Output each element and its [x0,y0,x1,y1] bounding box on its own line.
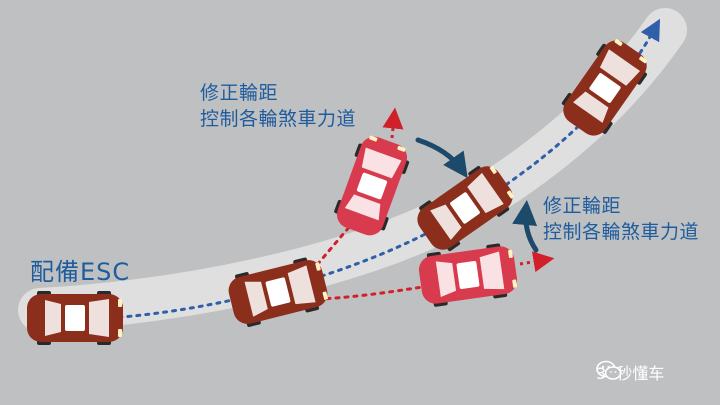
correction-arrow-lower [512,200,539,253]
understeer-arrow [519,251,555,273]
oversteer-arrow [382,107,404,139]
annotation-upper-line1: 修正輪距 [200,82,279,104]
esc-car-start [27,291,123,345]
wechat-icon [596,360,622,380]
annotation-upper-line2: 控制各輪煞車力道 [200,108,357,130]
annotation-upper: 修正輪距 控制各輪煞車力道 [200,80,356,132]
correction-arrow-upper [415,137,468,179]
annotation-lower: 修正輪距 控制各輪煞車力道 [543,193,699,245]
system-label: 配備ESC [30,258,131,286]
annotation-lower-line1: 修正輪距 [543,195,622,217]
watermark: 30秒懂车 [596,360,664,384]
skid-car-understeer [416,241,520,309]
annotation-lower-line2: 控制各輪煞車力道 [543,221,700,243]
